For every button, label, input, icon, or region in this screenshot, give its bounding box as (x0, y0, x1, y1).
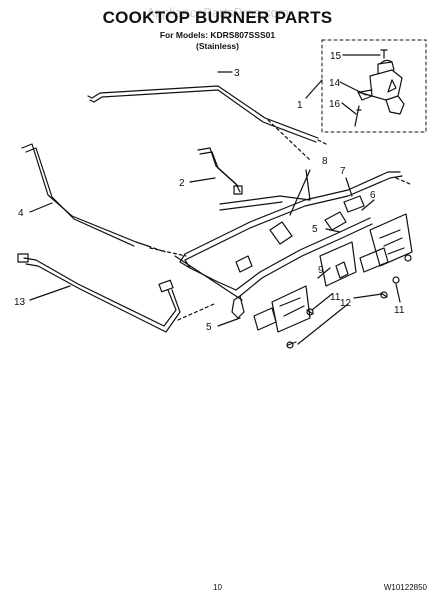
callout-11-left: 11 (330, 292, 341, 303)
leader-16 (341, 102, 357, 115)
dash-c (395, 177, 411, 185)
callout-11-right: 11 (394, 305, 405, 316)
leader-14 (339, 81, 367, 96)
callout-5-lower: 5 (206, 322, 212, 333)
leader-8a (305, 169, 311, 201)
callout-13: 13 (14, 297, 26, 308)
dash-d (177, 303, 215, 321)
callout-15: 15 (330, 51, 342, 62)
leader-12a (353, 293, 383, 299)
callout-1: 1 (297, 100, 303, 111)
page-title: COOKTOP BURNER PARTS (102, 8, 333, 27)
callout-16: 16 (329, 99, 341, 110)
callout-6: 6 (370, 190, 376, 201)
watermark: AppliancePartsPros.com (146, 5, 289, 20)
models-line: For Models: KDRS807SSS01 (159, 30, 276, 40)
leader-5b (217, 317, 241, 327)
document-code: W10122850 (383, 583, 427, 592)
tube-part-3 (87, 85, 319, 143)
callout-4: 4 (18, 208, 24, 219)
dash-3 (317, 139, 327, 145)
inset-box (321, 39, 427, 133)
leader-13 (29, 285, 71, 301)
leader-8b (289, 169, 311, 216)
tube-part-2 (197, 147, 243, 195)
finish-label: (Stainless) (196, 41, 239, 51)
callout-9: 9 (318, 265, 324, 276)
page-number: 10 (213, 583, 222, 592)
leader-2 (189, 177, 216, 183)
leader-1 (305, 79, 323, 99)
valve-brackets (253, 213, 413, 333)
dash-b (149, 247, 187, 257)
leader-6 (361, 199, 375, 211)
callout-5-upper: 5 (312, 224, 318, 235)
leader-11a (311, 293, 333, 311)
leader-5a (325, 228, 341, 233)
tube-part-4 (21, 143, 149, 247)
tube-part-13 (17, 253, 181, 333)
callout-12: 12 (340, 298, 352, 309)
leader-12b (297, 303, 349, 345)
dash-a (267, 119, 311, 161)
manifold-assembly (174, 171, 403, 319)
callout-14: 14 (329, 78, 341, 89)
leader-4 (29, 202, 53, 213)
leader-11b (395, 283, 401, 303)
callout-8: 8 (322, 156, 328, 167)
callout-3: 3 (234, 68, 240, 79)
valve-assembly (354, 49, 405, 127)
callout-7: 7 (340, 166, 346, 177)
leader-7 (345, 177, 353, 197)
leader-9 (317, 267, 331, 279)
callout-2: 2 (179, 178, 185, 189)
